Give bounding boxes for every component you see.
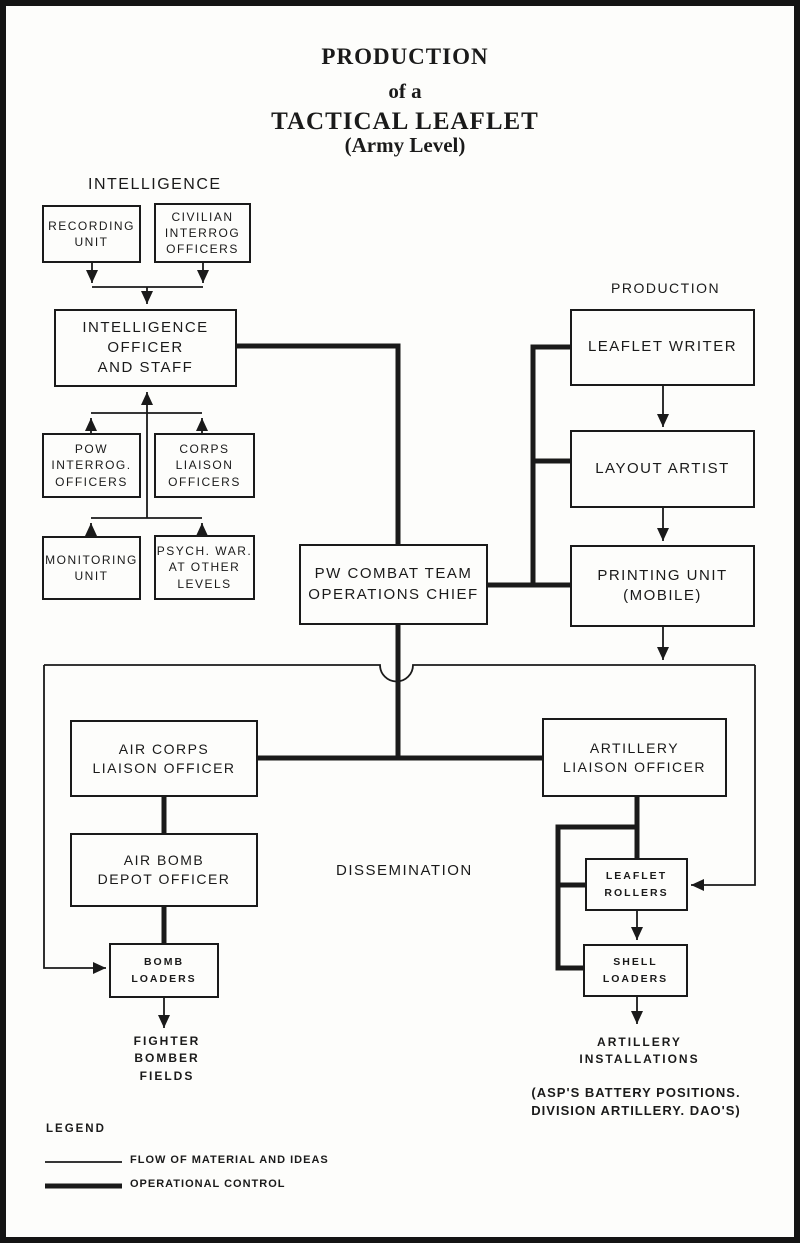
- legend-title: LEGEND: [46, 1123, 106, 1135]
- flow-lines: [43, 262, 756, 1163]
- box-bomb-loaders: BOMB LOADERS: [109, 943, 219, 998]
- box-layout-artist: LAYOUT ARTIST: [570, 430, 755, 508]
- legend-item-control: OPERATIONAL CONTROL: [130, 1178, 286, 1190]
- control-bus-writer-artist: [530, 344, 570, 585]
- box-intelligence-officer-and-staff: INTELLIGENCE OFFICER AND STAFF: [54, 309, 237, 387]
- box-civilian-interrog-officers: CIVILIAN INTERROG OFFICERS: [154, 203, 251, 263]
- box-pow-interrog-officers: POW INTERROG. OFFICERS: [42, 433, 141, 498]
- label-artillery-installations: ARTILLERY INSTALLATIONS: [579, 1035, 700, 1067]
- box-pw-combat-team-operations-chief: PW COMBAT TEAM OPERATIONS CHIEF: [299, 544, 488, 625]
- section-label-dissemination: DISSEMINATION: [336, 862, 473, 879]
- box-shell-loaders: SHELL LOADERS: [583, 944, 688, 997]
- page-title: PRODUCTION of a TACTICAL LEAFLET (Army L…: [0, 44, 800, 156]
- section-label-production: PRODUCTION: [611, 280, 721, 296]
- label-artillery-note: (ASP'S BATTERY POSITIONS. DIVISION ARTIL…: [531, 1085, 741, 1118]
- title-line-3: TACTICAL LEAFLET: [271, 108, 539, 135]
- box-leaflet-writer: LEAFLET WRITER: [570, 309, 755, 386]
- box-air-bomb-depot-officer: AIR BOMB DEPOT OFFICER: [70, 833, 258, 907]
- box-air-corps-liaison-officer: AIR CORPS LIAISON OFFICER: [70, 720, 258, 797]
- title-line-4: (Army Level): [344, 133, 466, 157]
- box-printing-unit-mobile: PRINTING UNIT (MOBILE): [570, 545, 755, 627]
- box-artillery-liaison-officer: ARTILLERY LIAISON OFFICER: [542, 718, 727, 797]
- box-leaflet-rollers: LEAFLET ROLLERS: [585, 858, 688, 911]
- box-monitoring-unit: MONITORING UNIT: [42, 536, 141, 600]
- title-line-2: of a: [388, 79, 422, 103]
- legend-item-flow: FLOW OF MATERIAL AND IDEAS: [130, 1154, 329, 1166]
- control-intel-to-pwteam: [237, 343, 401, 544]
- flow-dissemination-bus: [44, 664, 755, 683]
- section-label-intelligence: INTELLIGENCE: [88, 176, 222, 193]
- title-line-1: PRODUCTION: [321, 44, 489, 69]
- flow-into-bomb-loaders: [43, 665, 106, 974]
- box-corps-liaison-officers: CORPS LIAISON OFFICERS: [154, 433, 255, 498]
- box-psych-war-at-other-levels: PSYCH. WAR. AT OTHER LEVELS: [154, 535, 255, 600]
- label-fighter-bomber-fields: FIGHTER BOMBER FIELDS: [133, 1034, 201, 1083]
- box-recording-unit: RECORDING UNIT: [42, 205, 141, 263]
